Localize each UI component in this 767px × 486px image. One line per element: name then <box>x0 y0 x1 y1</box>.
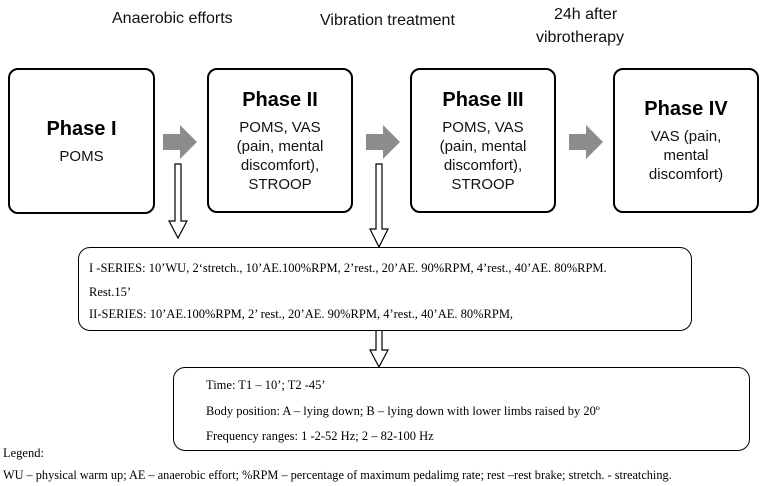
time-box: Time: T1 – 10’; T2 -45’ Body position: A… <box>173 367 750 451</box>
arrow-phase1-to-phase2 <box>163 125 197 159</box>
label-vibration-treatment: Vibration treatment <box>320 12 455 29</box>
legend-text: WU – physical warm up; AE – anaerobic ef… <box>3 468 672 482</box>
phase-1-box: Phase I POMS <box>8 68 155 214</box>
time-line-3: Frequency ranges: 1 -2-52 Hz; 2 – 82-100… <box>206 429 434 443</box>
time-line-1: Time: T1 – 10’; T2 -45’ <box>206 378 326 392</box>
phase-4-box: Phase IV VAS (pain, mental discomfort) <box>613 68 759 213</box>
series-line-1: I -SERIES: 10’WU, 2‘stretch., 10’AE.100%… <box>89 261 607 275</box>
arrow-down-phase1 <box>168 163 188 240</box>
phase-4-title: Phase IV <box>644 98 728 120</box>
phase-1-title: Phase I <box>46 117 117 140</box>
arrow-down-series-to-time <box>369 329 389 369</box>
phase-1-body: POMS <box>59 147 104 165</box>
time-line-2: Body position: A – lying down; B – lying… <box>206 404 600 418</box>
series-box: I -SERIES: 10’WU, 2‘stretch., 10’AE.100%… <box>78 247 692 331</box>
series-line-2: Rest.15’ <box>89 285 132 299</box>
arrow-down-vibration <box>369 163 389 249</box>
label-anaerobic-efforts: Anaerobic efforts <box>112 10 233 27</box>
label-vibrotherapy: vibrotherapy <box>536 29 625 46</box>
phase-3-body: POMS, VAS (pain, mental discomfort), STR… <box>439 118 527 193</box>
arrow-phase3-to-phase4 <box>569 125 603 159</box>
label-24h-after: 24h after <box>554 6 618 23</box>
legend-title: Legend: <box>3 446 44 460</box>
phase-4-body: VAS (pain, mental discomfort) <box>648 128 724 183</box>
phase-2-body: POMS, VAS (pain, mental discomfort), STR… <box>236 118 324 193</box>
arrow-phase2-to-phase3 <box>366 125 400 159</box>
phase-3-box: Phase III POMS, VAS (pain, mental discom… <box>410 68 556 213</box>
phase-2-box: Phase II POMS, VAS (pain, mental discomf… <box>207 68 353 213</box>
phase-3-title: Phase III <box>442 88 524 111</box>
phase-2-title: Phase II <box>242 88 318 111</box>
series-line-3: II-SERIES: 10’AE.100%RPM, 2’ rest., 20’A… <box>89 307 514 321</box>
